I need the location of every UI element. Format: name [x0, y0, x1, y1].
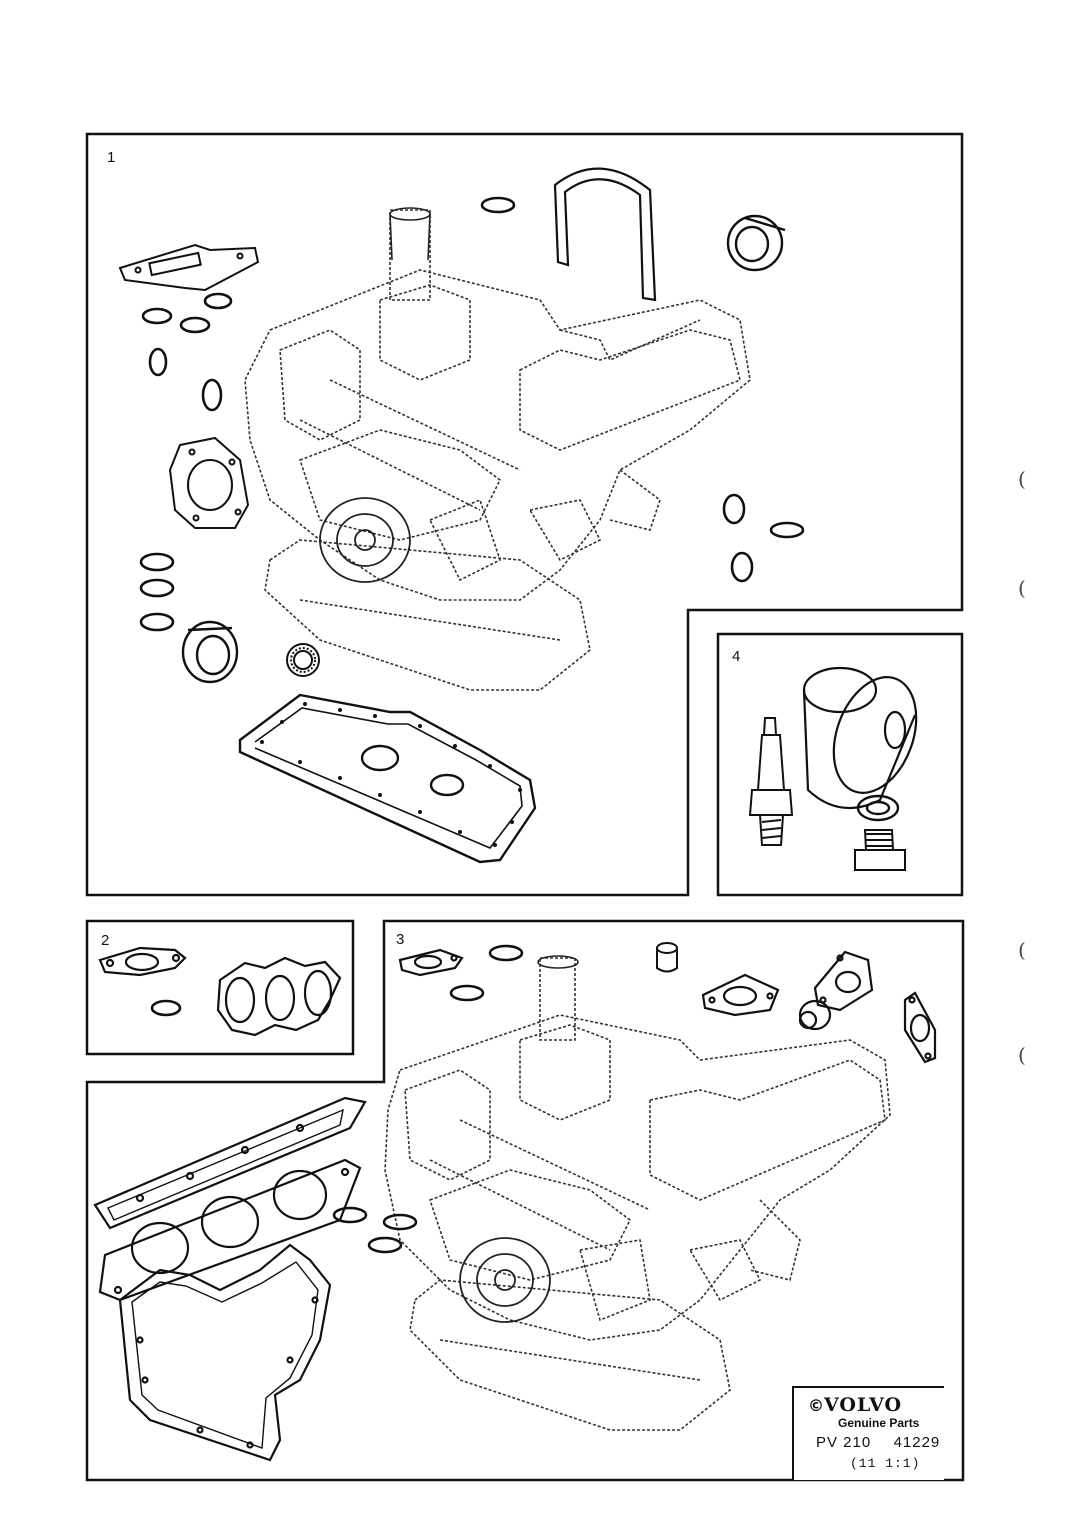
code-prefix: PV 210	[816, 1434, 872, 1451]
copyright-symbol: ©	[808, 1396, 824, 1415]
grommet-3	[798, 999, 832, 1031]
o-ring-2	[150, 999, 182, 1017]
panel-label-4: 4	[732, 648, 741, 665]
volvo-logo-block: ©VOLVO Genuine Parts PV 210 41229 (11 1:…	[792, 1386, 944, 1480]
flange-gasket-3a	[398, 948, 464, 977]
oil-pan-gasket-1	[238, 693, 537, 864]
valve-stem-seal-3	[656, 942, 678, 973]
engine-pulley-3	[459, 1237, 551, 1323]
intake-gasket-3b	[98, 1158, 362, 1302]
egr-gasket-3	[813, 950, 874, 1012]
oil-filter-4	[802, 666, 918, 810]
engine-block-1	[244, 209, 751, 691]
illustration-code: PV 210 41229	[816, 1434, 940, 1451]
oil-pan-bolt-holes-1	[260, 702, 522, 847]
timing-cover-gasket-1	[553, 167, 657, 302]
margin-mark: (	[1018, 1043, 1026, 1067]
panel-label-2: 2	[101, 932, 110, 949]
o-rings-left-1	[139, 292, 233, 632]
drain-plug-washer-4	[856, 794, 900, 822]
margin-mark: (	[1018, 467, 1026, 491]
triangular-gasket-3	[701, 973, 780, 1017]
panel-label-1: 1	[107, 149, 116, 166]
code-number: 41229	[893, 1434, 941, 1451]
margin-mark: (	[1018, 938, 1026, 962]
margin-mark: (	[1018, 576, 1026, 600]
drain-plug-4	[854, 829, 906, 871]
panel-2-frame	[85, 919, 355, 1056]
o-ring-top-1	[480, 196, 516, 214]
pilot-bearing-1	[286, 643, 320, 677]
panel-label-3: 3	[396, 931, 405, 948]
panel-3-frame	[85, 919, 965, 1482]
exhaust-flange-gasket-2	[98, 946, 187, 977]
intake-gasket-3a	[93, 1096, 367, 1230]
o-rings-right-1	[722, 493, 805, 583]
water-pump-gasket-1	[168, 436, 250, 529]
o-rings-top-3	[449, 944, 524, 1002]
thermostat-gasket-1	[118, 243, 260, 292]
panel-1-frame	[85, 132, 964, 897]
volvo-logo: ©VOLVO	[808, 1394, 902, 1416]
crankshaft-seal-1	[181, 620, 239, 684]
oil-filler-neck-3	[537, 955, 579, 969]
camshaft-seal-1	[726, 214, 786, 272]
genuine-parts-label: Genuine Parts	[838, 1416, 920, 1430]
volvo-wordmark: VOLVO	[824, 1394, 903, 1416]
engine-pulley-1	[319, 497, 411, 583]
oil-filler-neck-1	[389, 207, 431, 261]
oil-pan-gasket-3	[118, 1243, 332, 1462]
o-rings-mid-3	[332, 1206, 418, 1254]
exhaust-manifold-gasket-2	[216, 956, 342, 1037]
small-flange-gasket-3	[903, 991, 937, 1064]
engine-block-3	[384, 957, 891, 1431]
spark-plug-4	[748, 717, 794, 846]
panel-4-frame	[716, 632, 964, 897]
scale-note: (11 1:1)	[850, 1456, 921, 1471]
